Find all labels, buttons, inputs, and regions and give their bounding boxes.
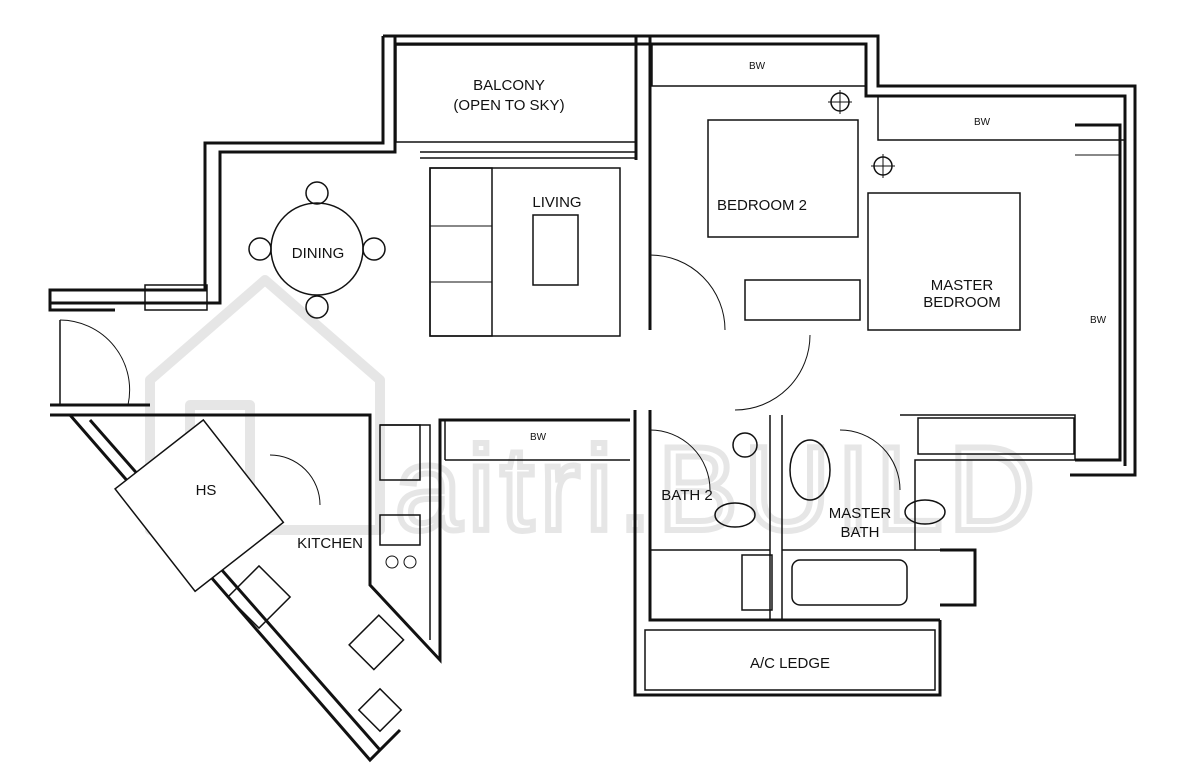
room-label-bath-2: BATH 2 bbox=[661, 487, 712, 504]
room-label-master-bedroom-line1: MASTER bbox=[931, 277, 994, 294]
master-wardrobe-outline bbox=[900, 414, 1076, 550]
coffee-table bbox=[532, 214, 579, 286]
bath2-toilet bbox=[714, 502, 756, 528]
walls bbox=[48, 34, 1137, 763]
bath-outer-wall bbox=[633, 410, 942, 697]
bedroom2-bed bbox=[707, 119, 859, 238]
bath2-shower bbox=[741, 554, 773, 611]
living-room-sofa-area bbox=[429, 167, 621, 337]
bedroom2-wardrobe bbox=[744, 279, 861, 321]
bedroom2-bay-window bbox=[651, 43, 867, 87]
kitchen-sink bbox=[348, 614, 405, 671]
bay-window-label-middle: BW bbox=[530, 432, 547, 443]
room-label-balcony-line1: BALCONY bbox=[473, 77, 545, 94]
labels: BALCONY (OPEN TO SKY) LIVING DINING BEDR… bbox=[196, 61, 1107, 672]
master-bed bbox=[867, 192, 1021, 331]
bay-window-label-master-top: BW bbox=[974, 117, 991, 128]
master-top-bay-window bbox=[877, 95, 1126, 141]
dining-chair-bottom bbox=[305, 295, 329, 319]
master-door-swing bbox=[734, 334, 811, 411]
room-label-balcony-line2: (OPEN TO SKY) bbox=[453, 97, 564, 114]
room-label-dining: DINING bbox=[292, 245, 345, 262]
wall-north-west bbox=[48, 36, 385, 312]
watermark: aitri.BUILD bbox=[145, 275, 1041, 559]
watermark-text: aitri.BUILD bbox=[395, 422, 1041, 556]
room-label-bedroom-2: BEDROOM 2 bbox=[717, 197, 807, 214]
bath2-door-swing bbox=[649, 429, 711, 491]
room-label-ac-ledge: A/C LEDGE bbox=[750, 655, 830, 672]
dining-chair-right bbox=[362, 237, 386, 261]
bath2-basin bbox=[732, 432, 758, 458]
kitchen-wall bbox=[150, 413, 630, 664]
household-shelter bbox=[114, 418, 285, 593]
bay-window-label-bedroom2: BW bbox=[749, 61, 766, 72]
entry-door-swing bbox=[59, 319, 131, 406]
master-toilet bbox=[904, 499, 946, 525]
bath-inner-wall bbox=[648, 410, 940, 622]
wall-north-west-inner bbox=[50, 36, 397, 305]
hs-door-swing bbox=[269, 454, 321, 506]
dining-chair-left bbox=[248, 237, 272, 261]
master-bath-window bbox=[940, 548, 977, 607]
dining-chair-top bbox=[305, 181, 329, 205]
ac-ledge-box bbox=[644, 629, 936, 691]
master-bath-tub bbox=[791, 559, 908, 606]
room-label-living: LIVING bbox=[532, 194, 581, 211]
room-label-hs: HS bbox=[196, 482, 217, 499]
kitchen-burner-2 bbox=[403, 555, 417, 569]
washing-machine bbox=[226, 564, 292, 630]
kitchen-ledge-box bbox=[357, 687, 403, 733]
entry-shoe-cabinet bbox=[144, 284, 208, 311]
master-bath-door-swing bbox=[839, 429, 901, 491]
wall-north-east bbox=[383, 34, 1137, 477]
bedroom2-door-swing bbox=[649, 254, 726, 331]
master-bay-window bbox=[1075, 123, 1122, 462]
room-label-master-bath-line1: MASTER bbox=[829, 505, 892, 522]
master-wardrobe bbox=[917, 417, 1075, 455]
kitchen-burner-1 bbox=[385, 555, 399, 569]
kitchen-fridge bbox=[379, 424, 421, 481]
room-label-kitchen: KITCHEN bbox=[297, 535, 363, 552]
kitchen-stove bbox=[379, 514, 421, 546]
master-bath-basin bbox=[789, 439, 831, 501]
room-label-master-bedroom-line2: BEDROOM bbox=[923, 294, 1001, 311]
sofa bbox=[429, 167, 493, 337]
bay-window-label-master-right: BW bbox=[1090, 315, 1107, 326]
room-label-master-bath-line2: BATH bbox=[841, 524, 880, 541]
